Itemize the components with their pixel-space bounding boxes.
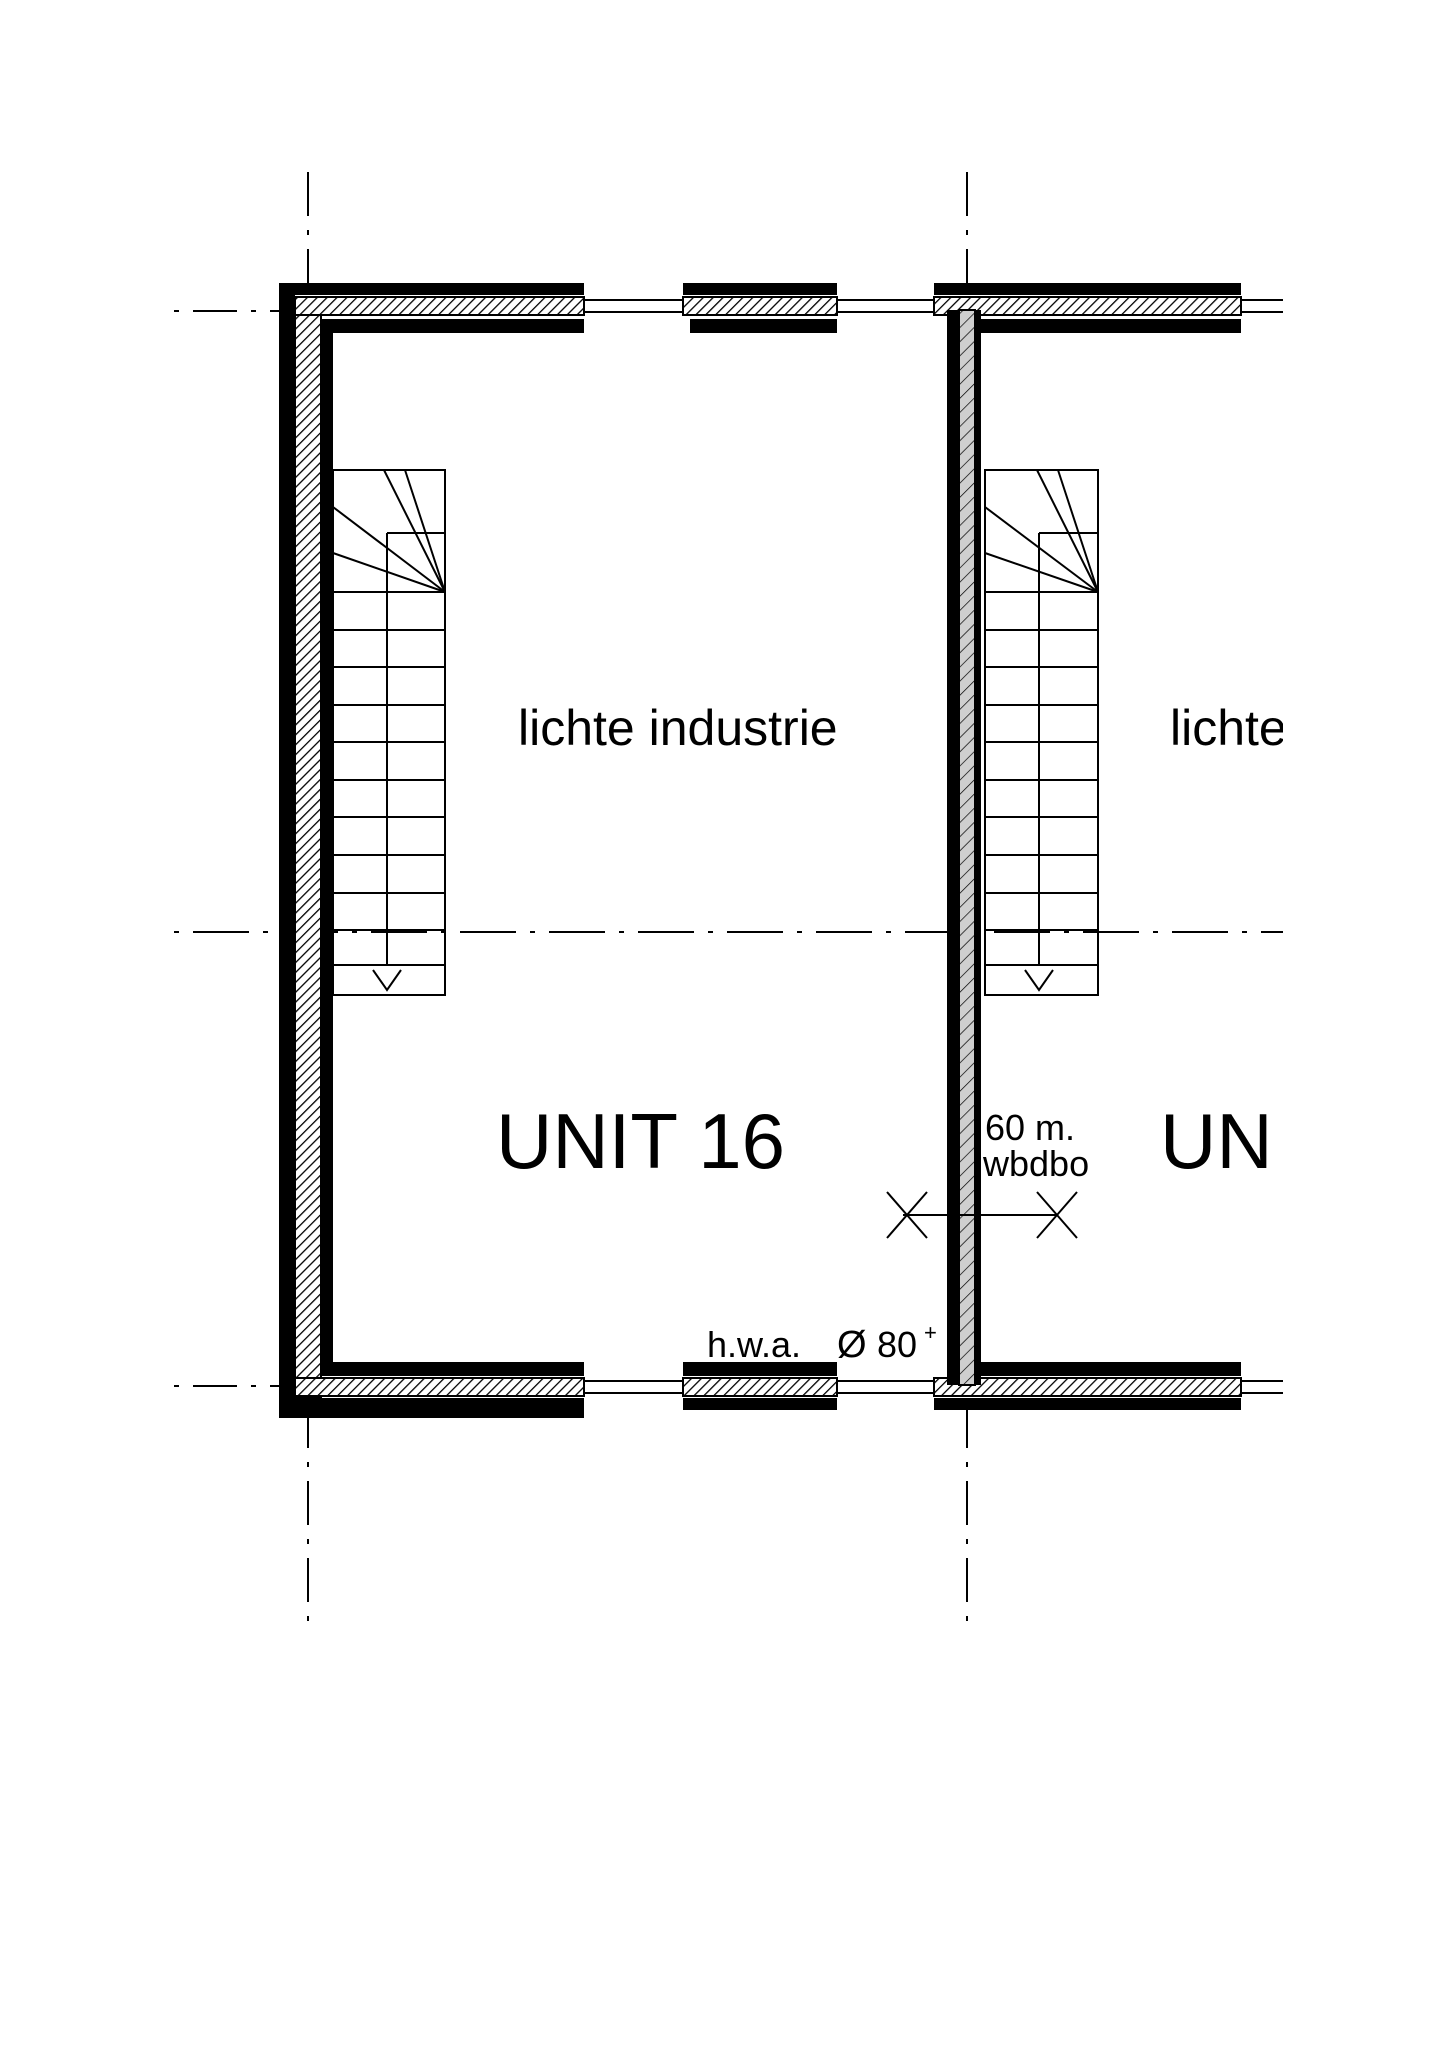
drain-size-label: 80 [877, 1324, 917, 1365]
facade-wall-bottom [279, 1362, 1242, 1418]
drawing-crop-mask [1283, 0, 1448, 2048]
window-openings-top [584, 299, 1283, 313]
exterior-wall-left [279, 283, 333, 1418]
unit-number-label-right: UN [1160, 1097, 1273, 1185]
drain-plus-mark: + [924, 1320, 937, 1345]
drain-diameter-symbol: Ø [837, 1324, 867, 1366]
facade-wall-top [279, 283, 1242, 333]
drain-label: h.w.a. [707, 1324, 801, 1365]
room-use-label-left: lichte industrie [518, 700, 838, 756]
room-use-label-right: lichte [1170, 700, 1287, 756]
party-wall [947, 309, 981, 1386]
fire-rating-dimension [886, 1191, 1078, 1239]
staircase-left [332, 469, 446, 996]
staircase-right [984, 469, 1099, 996]
unit-number-label-left: UNIT 16 [496, 1097, 785, 1185]
window-openings-bottom [584, 1380, 1283, 1394]
fire-rating-label-line1: 60 m. [985, 1107, 1075, 1148]
fire-rating-label-line2: wbdbo [982, 1143, 1089, 1184]
